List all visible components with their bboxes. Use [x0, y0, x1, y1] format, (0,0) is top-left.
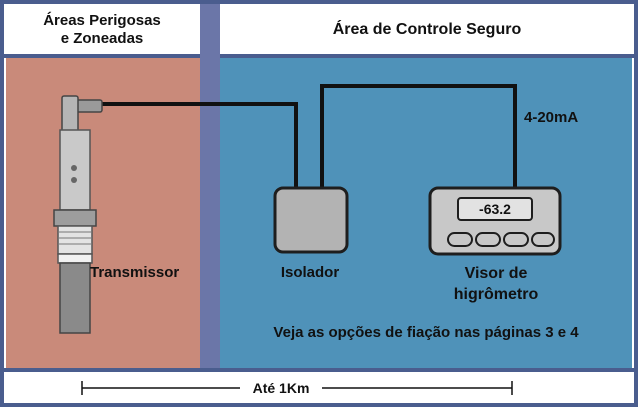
transmitter-label: Transmissor [90, 264, 180, 281]
wire-transmitter-isolator [100, 102, 298, 188]
wiring-note: Veja as opções de fiação nas páginas 3 e… [273, 324, 579, 341]
distance-label: Até 1Km [252, 380, 310, 396]
safe-area-header: Área de Controle Seguro [332, 21, 522, 38]
distance-line [81, 381, 513, 395]
hazardous-area-header: Áreas Perigosas e Zoneadas [43, 12, 161, 47]
zone-divider [200, 4, 220, 368]
display-label: Visor de higrômetro [453, 265, 539, 303]
isolator-icon [273, 186, 349, 254]
wire-isolator-display [320, 84, 517, 188]
hazardous-zone [6, 58, 200, 368]
display-reading: -63.2 [479, 201, 511, 217]
isolator-label: Isolador [280, 264, 340, 281]
transmitter-icon [53, 95, 103, 334]
hygrometer-display-icon [428, 186, 562, 256]
signal-label: 4-20mA [524, 109, 579, 126]
